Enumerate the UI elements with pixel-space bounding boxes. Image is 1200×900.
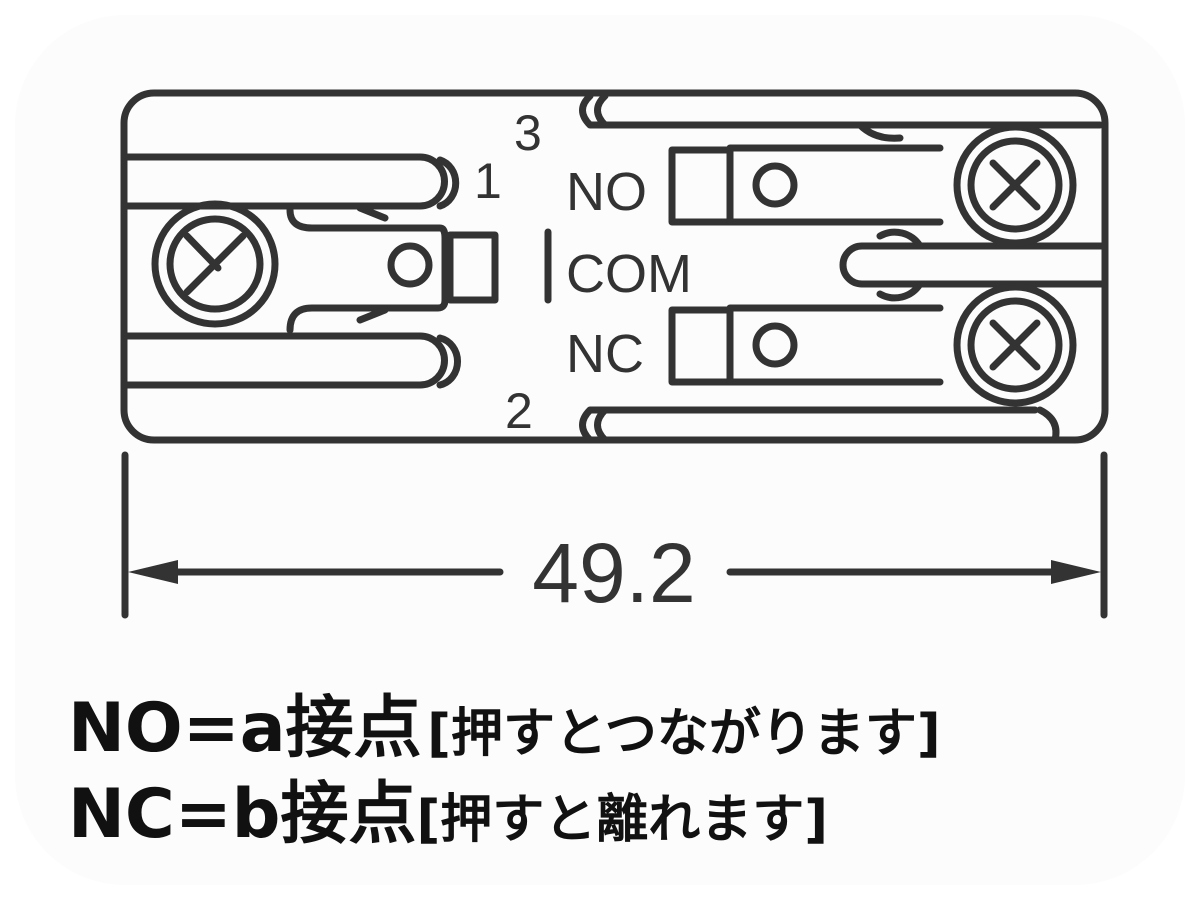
dimension-line bbox=[121, 451, 1108, 619]
no-rivet-icon bbox=[752, 162, 798, 208]
terminal-3-label: 3 bbox=[514, 105, 542, 161]
caption-nc: NC=b接点[押すと離れます] bbox=[68, 758, 828, 857]
caption-no: NO=a接点 [押すとつながります] bbox=[68, 672, 941, 771]
arrow-right-icon bbox=[1051, 560, 1101, 584]
terminal-1-plate bbox=[120, 153, 460, 210]
no-label: NO bbox=[566, 162, 647, 222]
right-top-screw-icon bbox=[953, 123, 1077, 247]
terminal-2-label: 2 bbox=[505, 383, 533, 439]
caption-nc-note: [押すと離れます] bbox=[416, 790, 829, 850]
com-terminal-plate bbox=[286, 204, 552, 334]
right-bottom-screw-icon bbox=[953, 283, 1077, 407]
arrow-left-icon bbox=[128, 560, 178, 584]
com-label: COM bbox=[566, 244, 692, 304]
nc-terminal-plate bbox=[668, 304, 944, 386]
terminal-2-strip bbox=[579, 406, 1060, 444]
dimension-value: 49.2 bbox=[532, 526, 696, 620]
com-right-strip bbox=[839, 228, 1107, 302]
caption-no-main: NO=a接点 bbox=[68, 689, 422, 768]
caption-no-note: [押すとつながります] bbox=[427, 704, 941, 764]
com-rivet-icon bbox=[387, 242, 433, 288]
switch-body-outline bbox=[120, 89, 1109, 444]
left-screw-icon bbox=[151, 200, 279, 328]
no-terminal-plate bbox=[668, 144, 944, 226]
nc-rivet-icon bbox=[752, 322, 798, 368]
terminal-1-label: 1 bbox=[474, 153, 502, 209]
nc-label: NC bbox=[566, 324, 644, 384]
caption-nc-main: NC=b接点 bbox=[68, 775, 417, 854]
terminal-3-strip bbox=[579, 92, 1104, 142]
lower-left-plate bbox=[120, 332, 461, 389]
